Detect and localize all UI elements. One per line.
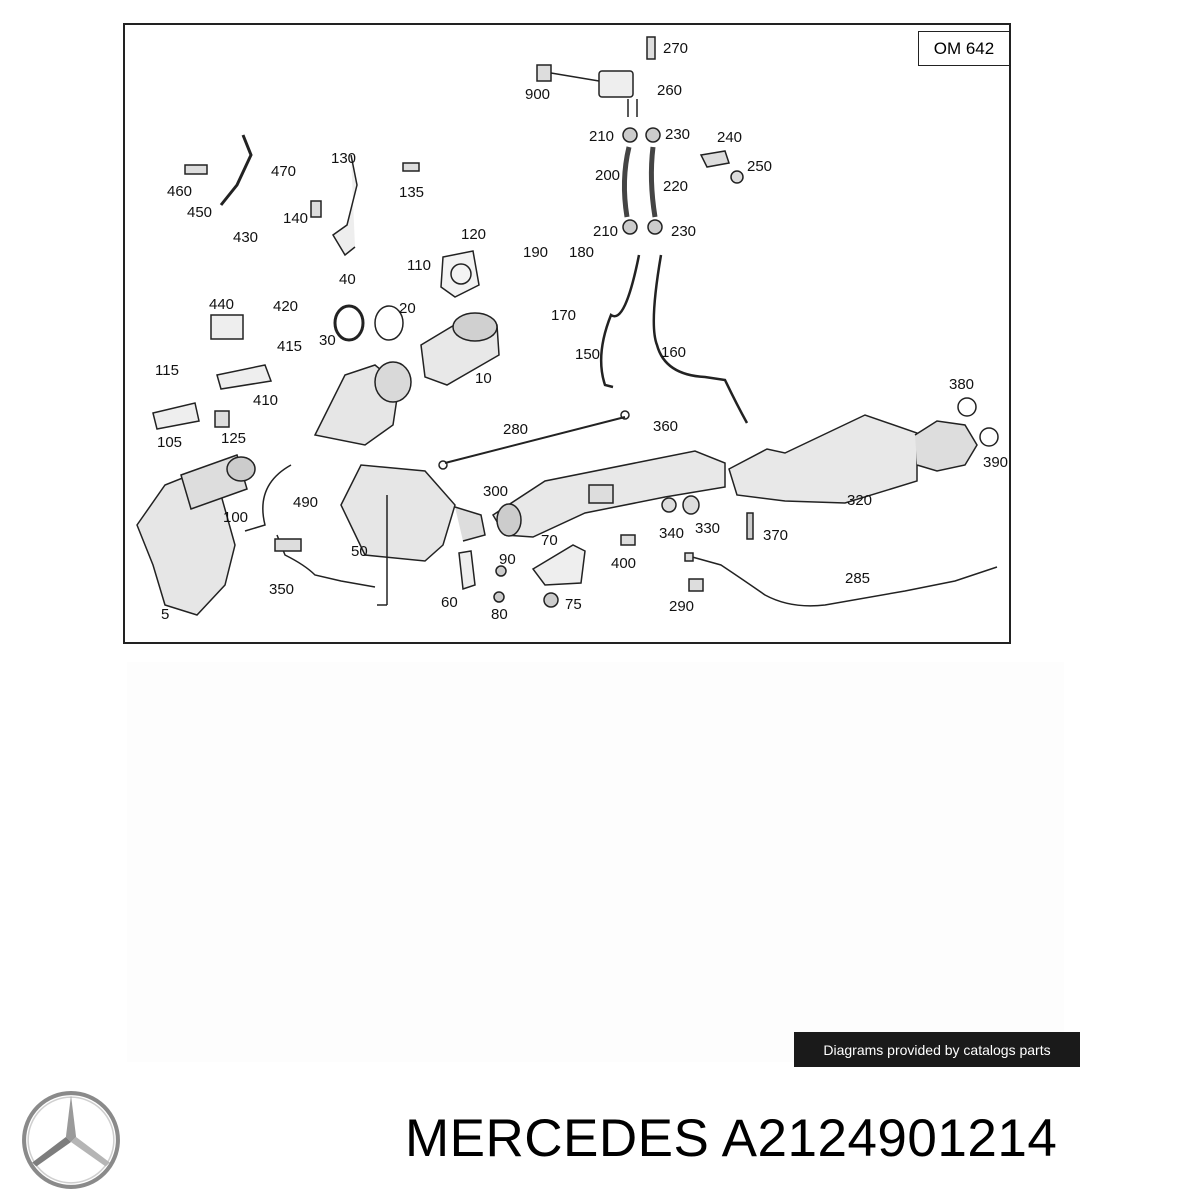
part-label: 320 (847, 492, 873, 509)
part-label: 260 (657, 82, 683, 99)
part-label: 110 (407, 257, 431, 274)
part-label: 285 (845, 570, 871, 587)
part-label: 330 (695, 520, 721, 537)
connector-shape (536, 64, 552, 82)
part-label: 390 (983, 454, 1009, 471)
exhaust-system-drawing (136, 36, 999, 616)
screw-shape (646, 36, 656, 60)
part-label: 210 (593, 223, 619, 240)
part-label: 420 (273, 298, 299, 315)
part-label: 70 (541, 532, 558, 549)
part-label: 350 (269, 581, 295, 598)
pressure-sensor-shape (598, 70, 634, 98)
mercedes-star-icon (22, 1091, 120, 1189)
part-label: 270 (663, 40, 689, 57)
part-label: 130 (331, 150, 357, 167)
part-label: 360 (653, 418, 679, 435)
part-label: 40 (339, 271, 356, 288)
part-label: 170 (551, 307, 577, 324)
part-label: 400 (611, 555, 637, 572)
part-label: 415 (277, 338, 303, 355)
part-label: 460 (167, 183, 193, 200)
part-label: 410 (253, 392, 279, 409)
engine-code-box: OM 642 (918, 31, 1010, 66)
part-label: 210 (589, 128, 615, 145)
part-label: 80 (491, 606, 508, 623)
part-label: 160 (661, 344, 687, 361)
part-label: 230 (665, 126, 691, 143)
part-label: 125 (221, 430, 247, 447)
parts-diagram: OM 642 270 260 900 210 230 240 250 200 2… (123, 23, 1011, 644)
part-label: 105 (157, 434, 183, 451)
part-label: 430 (233, 229, 259, 246)
part-label: 190 (523, 244, 549, 261)
part-label: 370 (763, 527, 789, 544)
background-area (127, 662, 1064, 1062)
part-label: 180 (569, 244, 595, 261)
part-label: 115 (155, 362, 179, 379)
part-label: 120 (461, 226, 487, 243)
part-label: 340 (659, 525, 685, 542)
diagram-credit-banner: Diagrams provided by catalogs parts (794, 1032, 1080, 1067)
part-label: 135 (399, 184, 425, 201)
part-label: 900 (525, 86, 551, 103)
part-label: 450 (187, 204, 213, 221)
part-label: 380 (949, 376, 975, 393)
part-label: 90 (499, 551, 516, 568)
part-label: 440 (209, 296, 235, 313)
part-label: 30 (319, 332, 336, 349)
part-label: 5 (161, 606, 170, 623)
part-label: 150 (575, 346, 601, 363)
part-label: 60 (441, 594, 458, 611)
part-label: 300 (483, 483, 509, 500)
part-label: 10 (475, 370, 492, 387)
part-label: 240 (717, 129, 743, 146)
part-label: 230 (671, 223, 697, 240)
part-label: 20 (399, 300, 416, 317)
part-label: 290 (669, 598, 695, 615)
part-label: 490 (293, 494, 319, 511)
part-label: 220 (663, 178, 689, 195)
part-label: 250 (747, 158, 773, 175)
part-label: 100 (223, 509, 249, 526)
part-label: 280 (503, 421, 529, 438)
part-label: 140 (283, 210, 309, 227)
part-label: 50 (351, 543, 368, 560)
part-label: 75 (565, 596, 582, 613)
part-label: 470 (271, 163, 297, 180)
product-title: MERCEDES A2124901214 (405, 1109, 1058, 1168)
part-label: 200 (595, 167, 621, 184)
